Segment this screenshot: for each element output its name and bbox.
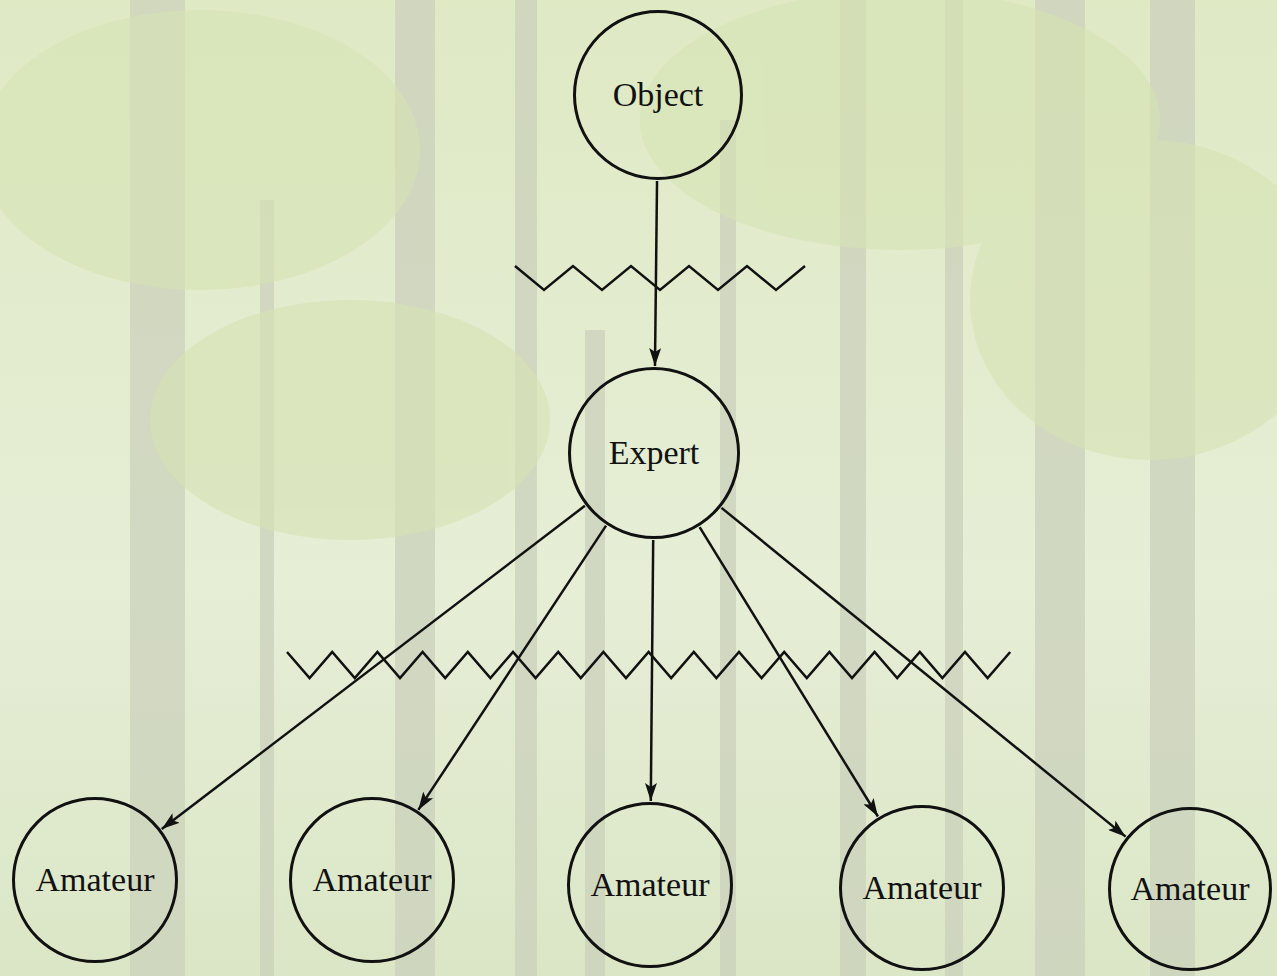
circle-node: Expert <box>568 367 740 539</box>
circle-node: Amateur <box>12 797 178 963</box>
node-body: Amateur <box>839 805 1005 971</box>
node-label: Amateur <box>591 866 710 903</box>
circle-node: Amateur <box>1108 807 1272 971</box>
node-label: Object <box>613 76 704 113</box>
circle-node: Object <box>573 10 743 180</box>
foliage <box>0 0 1277 540</box>
node-label: Amateur <box>313 861 432 898</box>
node-body: Amateur <box>289 797 455 963</box>
node-body: Amateur <box>12 797 178 963</box>
node-body: Amateur <box>1108 807 1272 971</box>
arrow-connector <box>418 526 606 810</box>
circle-shape <box>575 12 742 179</box>
circle-shape <box>1110 809 1271 970</box>
node-label: Amateur <box>36 861 155 898</box>
arrow-connector <box>700 527 878 816</box>
node-label: Amateur <box>1131 870 1250 907</box>
node-label: Amateur <box>863 869 982 906</box>
circle-shape <box>14 799 177 962</box>
circle-node: Amateur <box>567 802 733 968</box>
noise-zigzag <box>515 266 805 290</box>
node-body: Expert <box>568 367 740 539</box>
node-body: Amateur <box>567 802 733 968</box>
circle-shape <box>841 807 1004 970</box>
node-label: Expert <box>609 434 700 471</box>
circle-shape <box>569 804 732 967</box>
circle-shape <box>570 369 739 538</box>
circle-node: Amateur <box>839 805 1005 971</box>
arrow-connector <box>721 508 1125 837</box>
arrow-connector <box>162 506 585 829</box>
arrow-connector <box>651 540 653 801</box>
circle-shape <box>291 799 454 962</box>
circle-node: Amateur <box>289 797 455 963</box>
node-body: Object <box>573 10 743 180</box>
arrow-connector <box>655 181 657 366</box>
